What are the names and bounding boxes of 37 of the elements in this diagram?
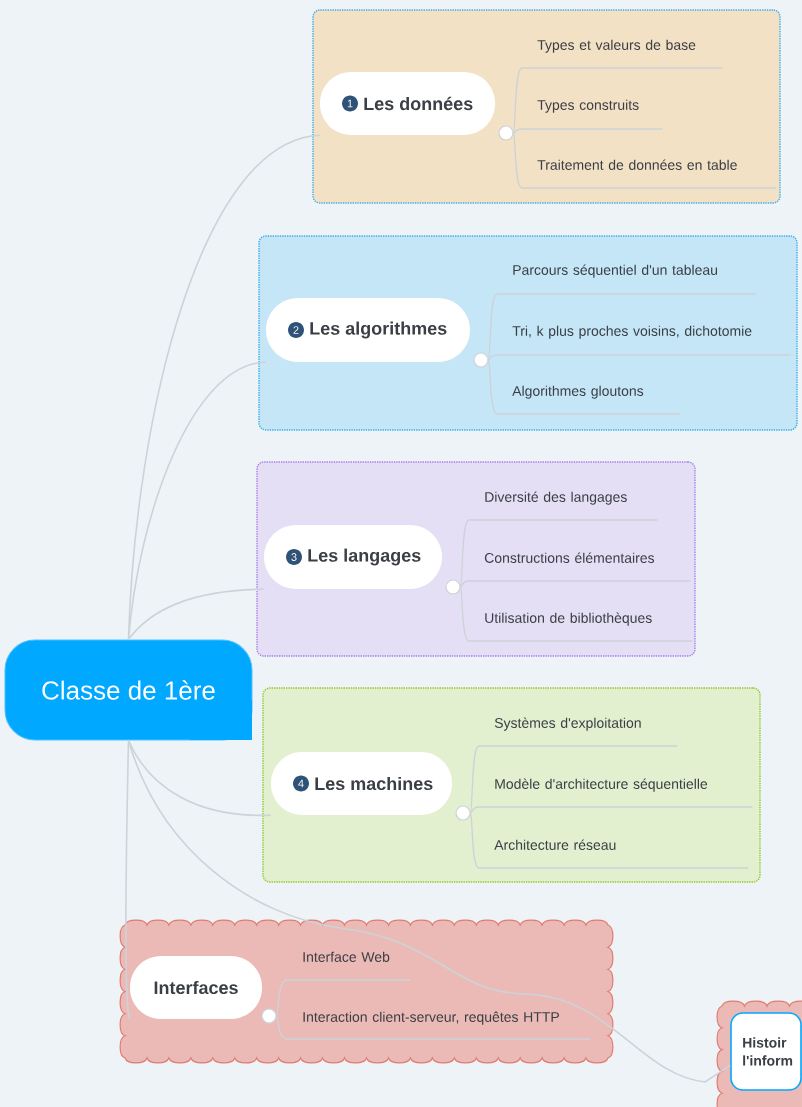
subtopic-text: Algorithmes gloutons (496, 385, 682, 415)
subtopic-text: Traitement de données en table (521, 159, 778, 189)
branch-line (512, 132, 523, 189)
branch-line (469, 806, 480, 814)
topic-box: Histoir l'inform (730, 1012, 802, 1091)
subtopic-text: Systèmes d'exploitation (478, 717, 679, 747)
number-badge: 2 (288, 322, 304, 338)
branch-line (469, 812, 480, 869)
number-badge: 3 (286, 549, 302, 565)
subtopic-text: Modèle d'architecture séquentielle (478, 778, 754, 808)
branch-line (459, 519, 470, 588)
branch-line (487, 359, 498, 415)
branch-line (459, 580, 470, 588)
number-badge: 4 (293, 775, 309, 792)
branch-line (512, 67, 523, 134)
branch-line (487, 293, 498, 361)
branch-line (275, 979, 288, 1017)
subtopic-text: Interface Web (286, 951, 412, 981)
root-box: Classe de 1ère (4, 639, 253, 741)
branch-line (127, 361, 267, 641)
subtopic-text: Types et valeurs de base (521, 39, 724, 69)
subtopic-text: Interaction client-serveur, requêtes HTTP (286, 1011, 592, 1040)
subtopic-text: Parcours séquentiel d'un tableau (496, 264, 757, 295)
branch-line (275, 1015, 288, 1040)
subtopic-text: Tri, k plus proches voisins, dichotomie (496, 325, 792, 356)
subtopic-text: Constructions élémentaires (468, 552, 692, 582)
number-badge: 1 (342, 95, 358, 112)
branch-line (459, 586, 470, 642)
topic-box: Interfaces (130, 956, 262, 1019)
subtopic-text: Diversité des langages (468, 491, 659, 521)
subtopic-text: Architecture réseau (478, 839, 750, 869)
branch-line (469, 745, 480, 814)
branch-line (487, 354, 498, 361)
branch-line (512, 128, 523, 134)
subtopic-text: Types construits (521, 99, 664, 130)
subtopic-text: Utilisation de bibliothèques (468, 612, 694, 642)
branch-line (127, 588, 265, 641)
